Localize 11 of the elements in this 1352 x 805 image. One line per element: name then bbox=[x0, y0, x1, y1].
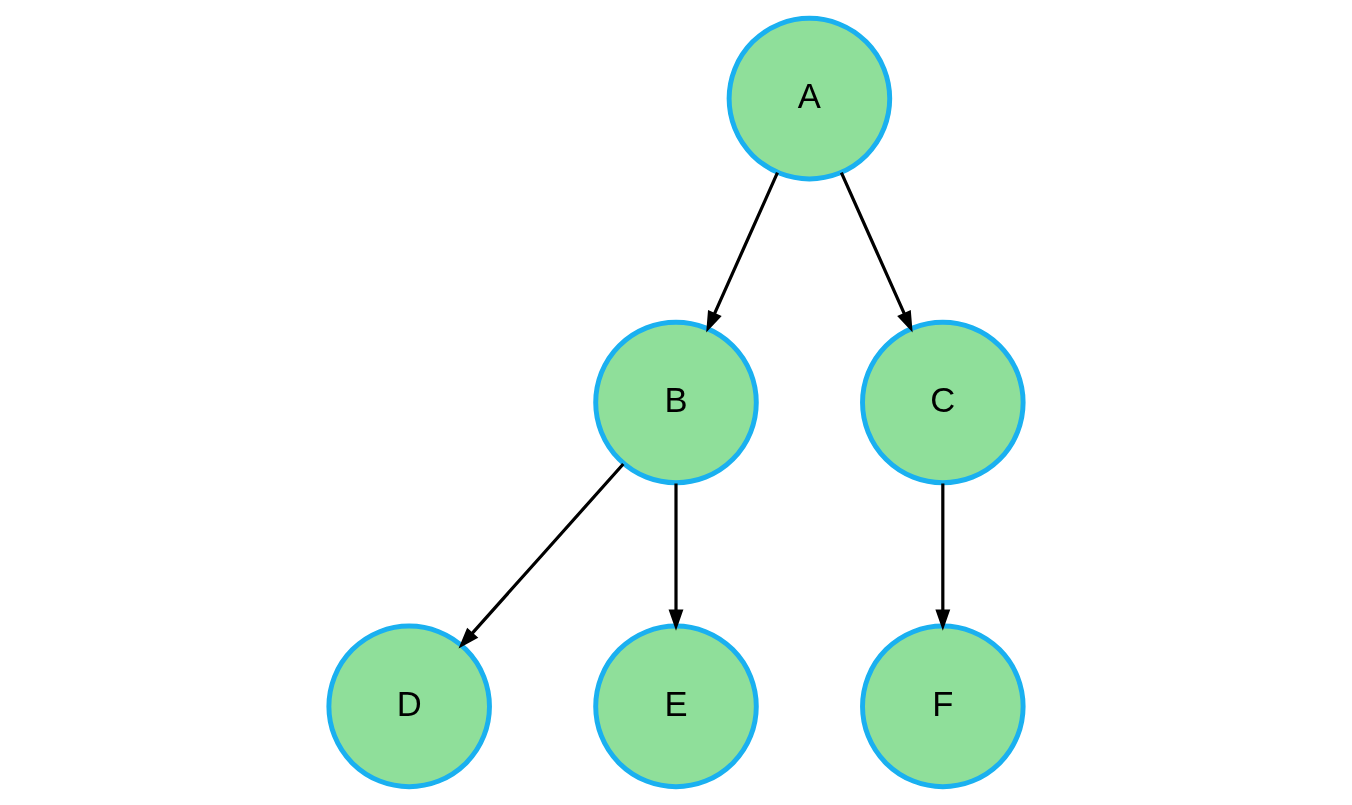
node-circle: C bbox=[860, 319, 1026, 486]
node-circle: F bbox=[860, 623, 1026, 790]
arrow bbox=[935, 483, 951, 631]
arrow bbox=[458, 462, 625, 649]
node-circle: A bbox=[726, 15, 893, 182]
arrow bbox=[706, 172, 779, 333]
arrow bbox=[839, 172, 913, 333]
node-circle: E bbox=[593, 623, 759, 790]
node-circle: D bbox=[326, 623, 492, 790]
arrow bbox=[668, 483, 684, 631]
node-circle: B bbox=[593, 319, 759, 486]
